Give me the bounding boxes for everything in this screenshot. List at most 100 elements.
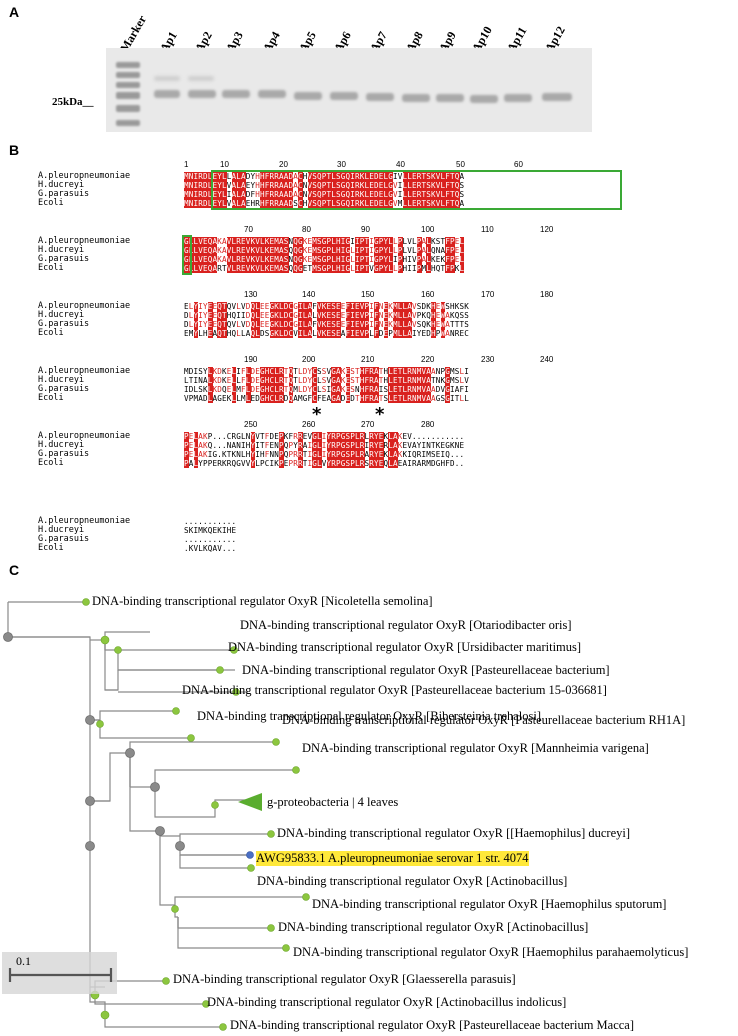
alignment-sequence-row: IDLSKLKDQELMFLDEGHCLRTQMLDYCLSIGAKESNHFR…	[184, 385, 469, 394]
alignment-ruler-tick: 20	[279, 160, 288, 169]
internal-nodes	[3, 632, 185, 851]
alignment-sequence-row: VPMADLAGEKLLMLEDGHCLRDQAMGFCFEAGADEDTHFR…	[184, 394, 469, 403]
alignment-sequence-row: DLYIYEEQTQVLVDQLEEGKLDCGILAFVKESEEFIEVPI…	[184, 320, 469, 329]
alignment-species-name: A.pleuropneumoniae	[38, 301, 131, 311]
alignment-ruler-tick: 60	[514, 160, 523, 169]
alignment-ruler-tick: 240	[540, 355, 554, 364]
alignment-sequence-row: MNIRDLEYLLALADYHHFRRAADACHVSQPTLSGQIRKLE…	[184, 172, 465, 181]
alignment-ruler-tick: 140	[302, 290, 316, 299]
alignment-sequence-row: PELAKP...CRGLNYVTFDEPKFRREVGLIYRPGSPLRLR…	[184, 432, 465, 441]
alignment-species-name: H.ducreyi	[38, 310, 85, 320]
alignment-ruler-tick: 270	[361, 420, 375, 429]
alignment-species-name: G.parasuis	[38, 384, 90, 394]
motif-box	[182, 235, 192, 275]
alignment-sequence-row: GLLVEQAKAVLREVKVLKEMASQQGKEMSGPLHIGLIPTI…	[184, 246, 465, 255]
tree-leaf-label: DNA-binding transcriptional regulator Ox…	[230, 1018, 635, 1032]
scale-bar	[8, 968, 113, 982]
alignment-sequence-row: EMYLHEAQTHQLLAQLDSGKLDCVILALVKESEAFIEVPL…	[184, 329, 469, 338]
alignment-species-name: G.parasuis	[38, 319, 90, 329]
alignment-ruler-tick: 230	[481, 355, 495, 364]
phylogenetic-tree	[2, 598, 310, 1031]
alignment-ruler-tick: 200	[302, 355, 316, 364]
tree-leaf-label: DNA-binding transcriptional regulator Ox…	[197, 709, 542, 723]
tree-leaf-label: DNA-binding transcriptional regulator Ox…	[92, 594, 433, 608]
alignment-species-name: H.ducreyi	[38, 525, 85, 535]
tree-leaf-label: DNA-binding transcriptional regulator Ox…	[173, 972, 516, 986]
alignment-species-name: H.ducreyi	[38, 375, 85, 385]
alignment-sequence-row: GLLVEQARTVLREVKVLKEMASQQGETMSGPLHIGLIPTV…	[184, 264, 465, 273]
alignment-sequence-row: ELYIYEEQTQVLVDQLEEGKLDCGILAFVKESEEFIEVPI…	[184, 302, 469, 311]
alignment-sequence-row: PELAKQ...NANIHYITFENPQPYRAIGLIYRPGSPLRIR…	[184, 441, 465, 450]
alignment-ruler-tick: 160	[421, 290, 435, 299]
collapsed-clade-label: g-proteobacteria | 4 leaves	[267, 795, 399, 809]
alignment-ruler-tick: 210	[361, 355, 375, 364]
alignment-species-name: G.parasuis	[38, 254, 90, 264]
alignment-species-name: A.pleuropneumoniae	[38, 516, 131, 526]
alignment-species-name: G.parasuis	[38, 189, 90, 199]
gel-image	[106, 48, 592, 132]
alignment-ruler-tick: 1	[184, 160, 189, 169]
alignment-species-name: Ecoli	[38, 458, 64, 468]
alignment-species-name: A.pleuropneumoniae	[38, 171, 131, 181]
scale-bar-label: 0.1	[16, 954, 31, 968]
alignment-sequence-row: DLYIYEEQTHQIIDQLEEGKLDCGILALVKESEEFIEVPI…	[184, 311, 469, 320]
alignment-ruler-tick: 70	[244, 225, 253, 234]
alignment-ruler-tick: 50	[456, 160, 465, 169]
alignment-sequence-row: .KVLKQAV...	[184, 544, 237, 553]
tree-leaf-label: DNA-binding transcriptional regulator Ox…	[278, 920, 589, 934]
alignment-ruler-tick: 170	[481, 290, 495, 299]
alignment-ruler-tick: 260	[302, 420, 316, 429]
tree-leaf-label: DNA-binding transcriptional regulator Ox…	[257, 874, 568, 888]
alignment-ruler-tick: 80	[302, 225, 311, 234]
scale-bar-box	[2, 952, 117, 994]
alignment-ruler-tick: 180	[540, 290, 554, 299]
alignment-species-name: Ecoli	[38, 263, 64, 273]
alignment-sequence-row: MNIRDLEYLIALADFHHFRRAADACNVSQPTLSGQIRKLE…	[184, 190, 465, 199]
alignment-ruler-tick: 130	[244, 290, 258, 299]
alignment-ruler-tick: 150	[361, 290, 375, 299]
collapsed-clade-triangle	[238, 793, 262, 811]
alignment-ruler-tick: 110	[481, 225, 494, 234]
alignment-sequence-row: PALYPPERKRQGVVYLPCIKPEPRRTIGLVYRPGSPLRSR…	[184, 459, 465, 468]
size-marker-label: 25kDa__	[52, 96, 94, 108]
alignment-ruler-tick: 100	[421, 225, 435, 234]
panel-a-label: A	[9, 4, 20, 20]
alignment-sequence-row: ...........	[184, 535, 237, 544]
tree-leaf-label: DNA-binding transcriptional regulator Ox…	[242, 663, 610, 677]
alignment-sequence-row: ...........	[184, 517, 237, 526]
query-node	[246, 851, 254, 859]
panel-c-label: C	[9, 562, 20, 578]
tree-leaf-label: DNA-binding transcriptional regulator Ox…	[240, 618, 572, 632]
query-sequence-label: AWG95833.1 A.pleuropneumoniae serovar 1 …	[256, 851, 529, 866]
conserved-cysteine-marker: *	[375, 404, 385, 425]
alignment-ruler-tick: 120	[540, 225, 554, 234]
alignment-ruler-tick: 250	[244, 420, 258, 429]
alignment-species-name: A.pleuropneumoniae	[38, 366, 131, 376]
alignment-sequence-row: MDISYLKDKELIFLDEGHCLRTQTLDYCSSVGAKESTHFR…	[184, 367, 469, 376]
alignment-ruler-tick: 90	[361, 225, 370, 234]
alignment-sequence-row: SKIMKQEKIHE	[184, 526, 237, 535]
alignment-sequence-row: GLLVEQAKAVLREVKVLKEMASNQGKEMSGPLHIGIIPTI…	[184, 237, 465, 246]
gel-figure: Marker Ap1 Ap2 Ap3 Ap4 Ap5 Ap6 Ap7 Ap8 A…	[0, 0, 738, 140]
motif-box	[211, 170, 622, 210]
alignment-species-name: G.parasuis	[38, 449, 90, 459]
tree-leaf-label: DNA-binding transcriptional regulator Ox…	[282, 713, 686, 727]
tree-leaf-label: DNA-binding transcriptional regulator Ox…	[302, 741, 649, 755]
alignment-species-name: Ecoli	[38, 328, 64, 338]
alignment-species-name: Ecoli	[38, 198, 64, 208]
tree-leaf-label: DNA-binding transcriptional regulator Ox…	[207, 995, 567, 1009]
alignment-sequence-row: MNIRDLEYLVALAEHRHFRRAADSCHVSQPTLSGQIRKLE…	[184, 199, 465, 208]
tree-leaf-label: DNA-binding transcriptional regulator Ox…	[228, 640, 582, 654]
alignment-sequence-row: MNIRDLEYLVALAEYHHFRRAADACNVSQPTLSGQIRKLE…	[184, 181, 465, 190]
alignment-species-name: H.ducreyi	[38, 180, 85, 190]
tree-leaf-label: DNA-binding transcriptional regulator Ox…	[182, 683, 607, 697]
alignment-species-name: Ecoli	[38, 543, 64, 553]
alignment-species-name: Ecoli	[38, 393, 64, 403]
alignment-species-name: H.ducreyi	[38, 440, 85, 450]
alignment-ruler-tick: 10	[220, 160, 229, 169]
alignment-species-name: A.pleuropneumoniae	[38, 431, 131, 441]
alignment-species-name: G.parasuis	[38, 534, 90, 544]
alignment-sequence-row: PELAKIG.KTKNLHYIHFNNPQPRRTIGLIYRPGSPLRAR…	[184, 450, 465, 459]
alignment-ruler-tick: 220	[421, 355, 435, 364]
panel-b-label: B	[9, 142, 20, 158]
